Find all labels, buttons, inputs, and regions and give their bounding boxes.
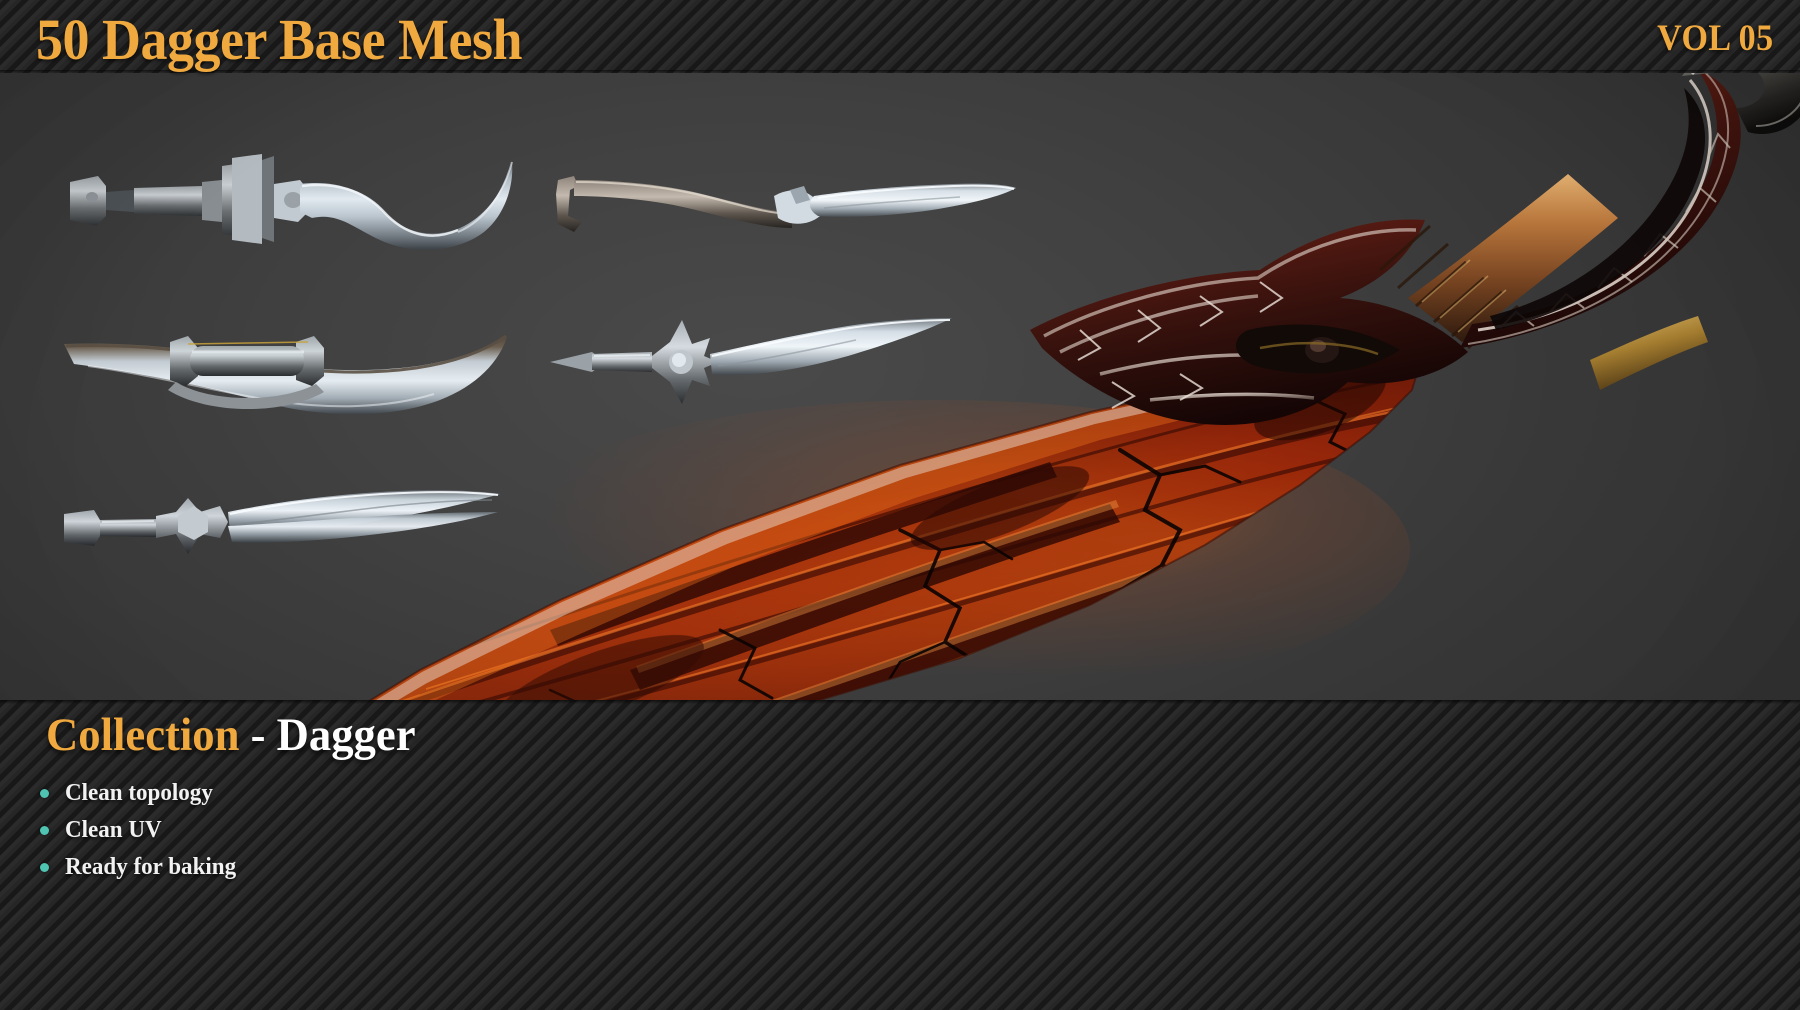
feature-item: Clean UV xyxy=(40,812,243,849)
hero-dagger-render xyxy=(300,30,1800,770)
thumbnail-dagger-05 xyxy=(60,476,510,576)
collection-separator: - xyxy=(239,709,277,761)
thumbnail-dagger-01 xyxy=(62,140,532,260)
thumbnail-dagger-02 xyxy=(552,160,1022,250)
thumbnail-dagger-04 xyxy=(548,312,958,412)
header-band xyxy=(0,0,1800,73)
feature-label: Ready for baking xyxy=(65,854,237,880)
hero-knuckle-bow xyxy=(1460,67,1741,348)
collection-title: Collection - Dagger xyxy=(46,708,416,762)
thumbnail-dagger-03 xyxy=(58,300,518,420)
bullet-dot-icon xyxy=(40,789,49,798)
hero-ferrule xyxy=(1590,316,1708,390)
collection-prefix: Collection xyxy=(46,709,240,761)
feature-label: Clean UV xyxy=(65,817,162,843)
feature-item: Ready for baking xyxy=(40,849,243,886)
bullet-dot-icon xyxy=(40,863,49,872)
feature-item: Clean topology xyxy=(40,775,243,812)
volume-badge: VOL 05 xyxy=(1657,18,1774,59)
feature-label: Clean topology xyxy=(65,780,213,806)
hero-guard xyxy=(1030,219,1468,425)
page-title: 50 Dagger Base Mesh xyxy=(36,7,523,72)
bullet-dot-icon xyxy=(40,826,49,835)
collection-name: Dagger xyxy=(276,709,416,761)
footer-band xyxy=(0,700,1800,1010)
feature-list: Clean topology Clean UV Ready for baking xyxy=(40,775,243,886)
